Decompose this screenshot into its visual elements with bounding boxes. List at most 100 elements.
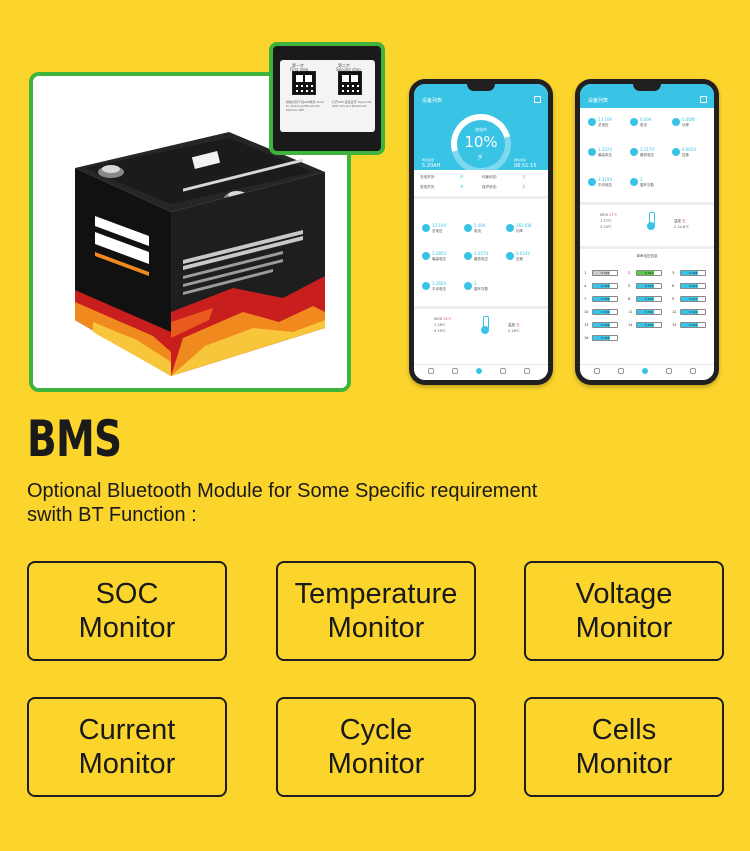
cell-battery-icon: 3.319 (636, 283, 662, 289)
cell-number: 11 (628, 310, 633, 314)
cell-number: 9 (672, 297, 675, 301)
switch-value[interactable]: 开 (460, 185, 464, 189)
voltage-icon (588, 178, 596, 186)
soc-hero-panel: 充电中 10% ⚡ 剩余容量 5.20AH 剩余时间 08:51:15 (414, 103, 548, 185)
feature-soc-monitor: SOC Monitor (27, 561, 227, 661)
metric-value: 0.014V (516, 251, 531, 256)
mos-label: MOS (600, 213, 608, 217)
temp-sensor-3: 3 24℃ (600, 225, 612, 229)
cell-fill (637, 271, 654, 275)
phone-left-screen: 设备列表 充电中 10% ⚡ 剩余容量 5.20AH 剩余时间 08:51:15… (414, 84, 548, 380)
ambient-temperature: 温度 无 2 24.8℃ (674, 218, 689, 230)
nav-settings-icon[interactable] (500, 368, 506, 374)
cell-fill (637, 284, 654, 288)
ambient-label: 温度 (674, 219, 681, 223)
nav-home-icon[interactable] (594, 368, 600, 374)
scan-icon[interactable] (534, 96, 541, 103)
mos-temperature: MOS 26℃ 1 26℃ 3 25℃ (434, 316, 452, 334)
cell-number: 3 (672, 271, 675, 275)
nav-battery-icon[interactable] (476, 368, 482, 374)
remaining-capacity: 剩余容量 5.20AH (422, 157, 440, 169)
switch-value: 关 (522, 175, 526, 179)
scan-icon[interactable] (700, 96, 707, 103)
cell-voltage-item: 6 3.321 (672, 282, 712, 290)
feature-label: Voltage Monitor (575, 578, 673, 644)
section-divider (414, 196, 548, 199)
switch-row: 放电开关: 开 保护状态: 关 (420, 183, 540, 191)
cell-value: 3.319 (600, 336, 610, 340)
mos-label: MOS (434, 317, 442, 321)
cell-number: 7 (584, 297, 587, 301)
metric-name: 总电压 (432, 229, 443, 233)
voltage-icon (630, 148, 638, 156)
switch-key: 放电开关: (420, 185, 436, 189)
metric-value: 3.317V (640, 147, 655, 152)
bottom-nav (414, 364, 548, 380)
cell-fill (593, 310, 610, 314)
cell-battery-icon: 3.321 (680, 283, 706, 289)
switch-value: 关 (522, 185, 526, 189)
nav-list-icon[interactable] (618, 368, 624, 374)
voltage-diff-icon (506, 252, 514, 260)
thermometer-icon (646, 212, 656, 230)
lifepo4-battery-illustration (33, 76, 347, 388)
nav-settings-icon[interactable] (666, 368, 672, 374)
feature-cells-monitor: Cells Monitor (524, 697, 724, 797)
qr-note-two: 打开APP 连接蓝牙 Open the APP Connect Bluetoot… (332, 100, 372, 108)
cell-fill (681, 271, 698, 275)
cell-fill (681, 310, 698, 314)
cell-battery-icon: 3.317 (680, 296, 706, 302)
cell-value: 3.322 (644, 271, 654, 275)
nav-profile-icon[interactable] (524, 368, 530, 374)
metric-value: 262.6W (516, 223, 532, 228)
metric-name: 功率 (516, 229, 523, 233)
cell-number: 2 (628, 271, 631, 275)
cell-battery-icon: 3.319 (636, 322, 662, 328)
cell-fill (681, 284, 698, 288)
cell-fill (593, 271, 610, 275)
switch-row: 充电开关: 开 均衡状态: 关 (420, 173, 540, 181)
cell-number: 16 (584, 336, 589, 340)
soc-value: 10% (464, 133, 498, 151)
cell-value: 3.318 (688, 271, 698, 275)
section-divider (414, 306, 548, 309)
switch-key: 保护状态: (482, 185, 498, 189)
qr-step-two-en: Second step (336, 67, 361, 72)
page-title: BMS (27, 410, 122, 468)
nav-home-icon[interactable] (428, 368, 434, 374)
switch-key: 均衡状态: (482, 175, 498, 179)
cell-number: 15 (672, 323, 677, 327)
remaining-capacity-value: 5.20AH (422, 163, 441, 169)
thermometer-icon (480, 316, 490, 334)
nav-list-icon[interactable] (452, 368, 458, 374)
cell-fill (637, 310, 654, 314)
metric-value: 3.322V (598, 147, 613, 152)
metric-value: 13.10V (598, 117, 613, 122)
cell-value: 3.319 (644, 284, 654, 288)
metric-value: 0.00A (640, 117, 652, 122)
nav-profile-icon[interactable] (690, 368, 696, 374)
qr-code-icon (292, 71, 316, 95)
app-title: 设备列表 (422, 98, 443, 104)
cell-number: 6 (672, 284, 675, 288)
metric-name: 循环次数 (640, 183, 654, 187)
feature-voltage-monitor: Voltage Monitor (524, 561, 724, 661)
mos-value: 27℃ (609, 213, 618, 217)
metric-value: 0.005V (682, 147, 697, 152)
cell-voltage-item: 16 3.319 (584, 334, 624, 342)
cell-number: 13 (584, 323, 589, 327)
cell-value: 3.319 (644, 310, 654, 314)
metric-name: 最高电压 (598, 153, 612, 157)
nav-battery-icon[interactable] (642, 368, 648, 374)
switch-value[interactable]: 开 (460, 175, 464, 179)
voltage-icon (588, 148, 596, 156)
